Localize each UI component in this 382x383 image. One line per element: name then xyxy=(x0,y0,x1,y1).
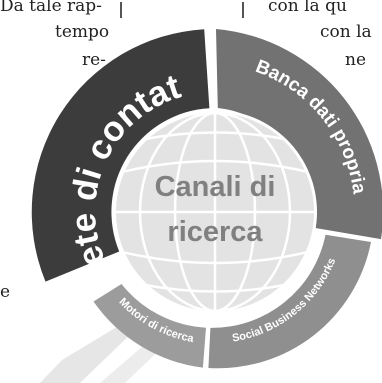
segment-rete-di-contatti xyxy=(31,29,210,282)
segment-motori-di-ricerca xyxy=(93,284,206,368)
center-title-line1: Canali di xyxy=(155,171,276,203)
text-bottom-left: e xyxy=(0,282,11,302)
text-left-line2: tempo xyxy=(55,22,110,42)
divider-mark-right xyxy=(242,2,244,18)
globe-icon xyxy=(113,110,317,314)
text-left-line3: re- xyxy=(82,50,106,70)
text-right-line2: con la xyxy=(320,22,372,42)
light-stripe-1 xyxy=(40,325,140,383)
text-left-line1: Da tale rap- xyxy=(0,0,102,16)
text-right-line3: ne xyxy=(345,50,367,70)
divider-mark-left xyxy=(120,2,122,18)
center-title-line2: ricerca xyxy=(167,216,263,248)
text-right-line1: con la qu xyxy=(268,0,347,16)
segment-social-business-networks xyxy=(208,234,371,369)
segment-banca-dati-propria xyxy=(216,29,382,240)
